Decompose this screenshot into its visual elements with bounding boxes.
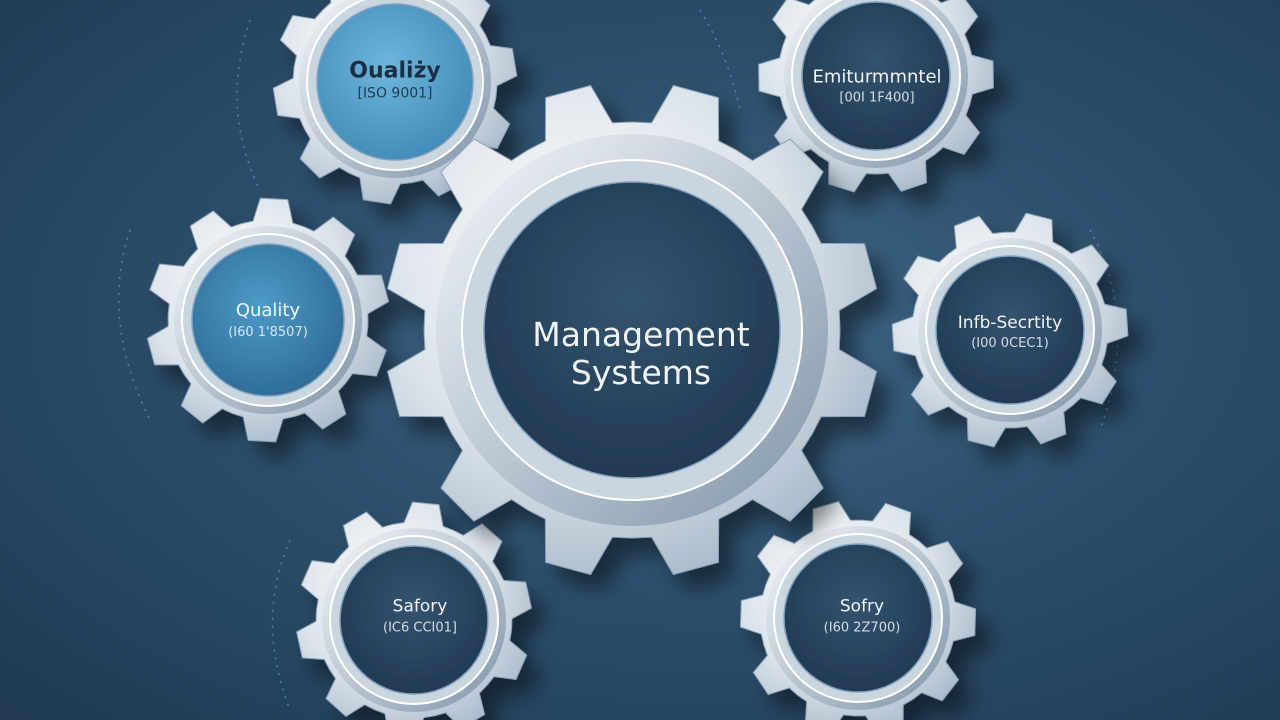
decorative-arc	[236, 19, 261, 191]
gear-face	[316, 3, 474, 161]
decorative-arc	[1089, 229, 1119, 431]
gear-top-right	[758, 0, 994, 193]
decorative-arcs	[118, 9, 1119, 711]
gear-face	[483, 181, 781, 479]
gear-bottom-right	[739, 501, 977, 720]
gear-face	[191, 243, 345, 397]
gear-face	[801, 1, 951, 151]
gear-mid-right	[891, 212, 1129, 448]
gear-mid-left	[146, 197, 390, 443]
gear-center	[386, 84, 878, 576]
decorative-arc	[118, 229, 151, 421]
decorative-arc	[271, 539, 291, 711]
gear-top-left	[272, 0, 518, 205]
gear-bottom-left	[296, 501, 532, 720]
decorative-arc	[699, 9, 741, 111]
gear-face	[935, 255, 1085, 405]
gear-face	[783, 543, 933, 693]
gear-layer	[146, 0, 1129, 720]
gear-face	[339, 545, 489, 695]
